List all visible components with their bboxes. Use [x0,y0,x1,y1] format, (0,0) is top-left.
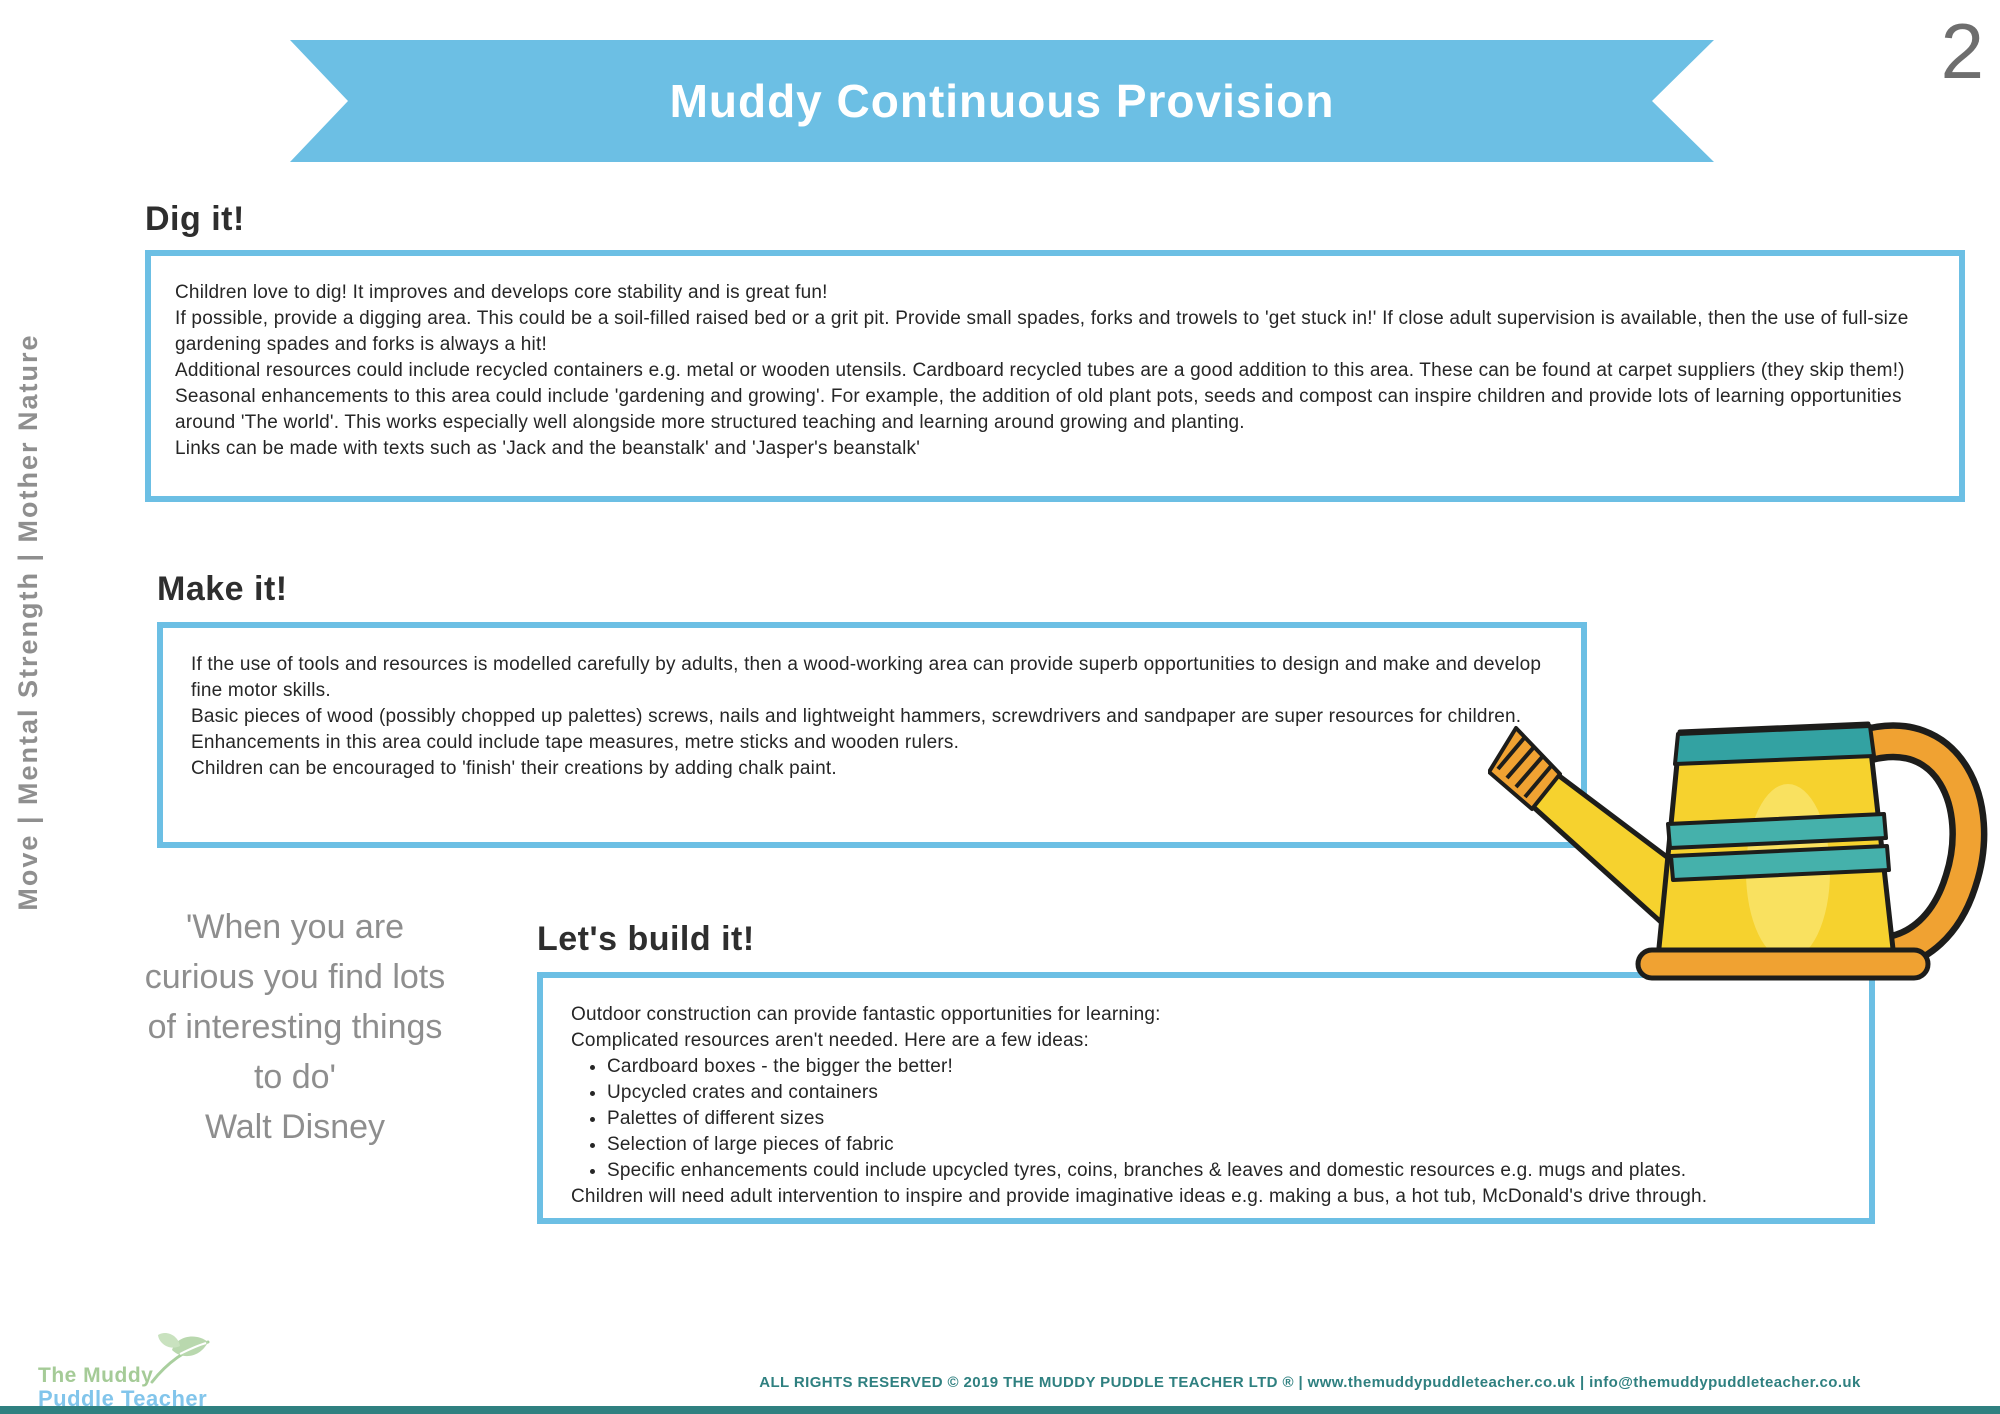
make-paragraph: Children can be encouraged to 'finish' t… [191,758,837,779]
quote-line: 'When you are [185,908,405,946]
title-banner-ribbon: Muddy Continuous Provision [290,40,1714,162]
build-bullet: Specific enhancements could include upcy… [607,1158,1845,1184]
quote-block: 'When you are curious you find lots of i… [80,902,510,1152]
build-bullet: Selection of large pieces of fabric [607,1132,1845,1158]
dig-paragraph: Children love to dig! It improves and de… [175,282,828,303]
dig-paragraph: Links can be made with texts such as 'Ja… [175,438,921,459]
dig-paragraph: If possible, provide a digging area. Thi… [175,308,1909,355]
watering-can-illustration [1488,721,1988,981]
section-heading-make: Make it! [157,570,288,608]
quote-line: to do' [253,1058,337,1096]
sidebar-tagline: Move | Mental Strength | Mother Nature [13,333,43,911]
quote-attribution: Walt Disney [204,1108,386,1146]
quote-line: curious you find lots [144,958,446,996]
build-intro: Outdoor construction can provide fantast… [571,1004,1161,1025]
build-intro: Complicated resources aren't needed. Her… [571,1030,1089,1051]
footer-accent-bar [0,1406,2000,1414]
build-bullet-list: Cardboard boxes - the bigger the better!… [571,1054,1845,1184]
section-heading-dig: Dig it! [145,200,245,238]
quote-line: of interesting things [147,1008,443,1046]
section-heading-build: Let's build it! [537,920,755,958]
make-text-box: If the use of tools and resources is mod… [157,622,1587,848]
page-title: Muddy Continuous Provision [669,75,1335,127]
page-number: 2 [1940,7,1984,95]
make-paragraph: Enhancements in this area could include … [191,732,960,753]
muddy-puddle-teacher-logo: The Muddy Puddle Teacher [34,1333,224,1411]
build-bullet: Upcycled crates and containers [607,1080,1845,1106]
build-text-box: Outdoor construction can provide fantast… [537,972,1875,1224]
logo-text-line1: The Muddy [38,1364,154,1387]
make-paragraph: If the use of tools and resources is mod… [191,654,1542,701]
build-bullet: Palettes of different sizes [607,1106,1845,1132]
dig-text-box: Children love to dig! It improves and de… [145,250,1965,502]
dig-paragraph: Seasonal enhancements to this area could… [175,386,1902,433]
dig-paragraph: Additional resources could include recyc… [175,360,1905,381]
footer-copyright: ALL RIGHTS RESERVED © 2019 THE MUDDY PUD… [759,1374,1861,1391]
make-paragraph: Basic pieces of wood (possibly chopped u… [191,706,1522,727]
leaf-icon [150,1333,210,1384]
build-bullet: Cardboard boxes - the bigger the better! [607,1054,1845,1080]
build-outro: Children will need adult intervention to… [571,1186,1708,1207]
